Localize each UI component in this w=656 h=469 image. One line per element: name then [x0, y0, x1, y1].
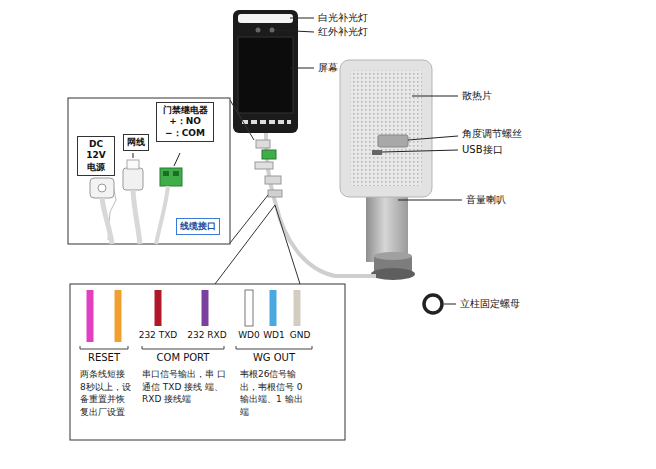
callout-label: 散热片 — [462, 90, 492, 102]
port-label-box: DC 12V 电源 — [77, 136, 115, 176]
leader-lines — [275, 18, 462, 304]
port-label: 线缆接口 — [180, 221, 216, 232]
port-label: DC 12V 电源 — [81, 139, 111, 173]
port-label: 门禁继电器 +：NO −：COM — [160, 105, 210, 139]
callout-label: 红外补光灯 — [318, 26, 368, 38]
port-label: 网线 — [127, 137, 145, 148]
group-label: RESET — [88, 352, 120, 364]
port-label-box: 门禁继电器 +：NO −：COM — [156, 102, 214, 142]
inset-panel — [68, 98, 300, 284]
pin-name: GND — [290, 330, 311, 341]
callout-label: 屏幕 — [318, 62, 338, 74]
pin-name: WD1 — [263, 330, 285, 341]
note-text: 韦根26信号输 出，韦根信号 0 输出端、1 输出 端 — [240, 368, 314, 418]
pin-name: WD0 — [238, 330, 260, 341]
callout-label: 白光补光灯 — [318, 12, 368, 24]
note-text: 串口信号输出，串 口通信 TXD 接线 端、RXD 接线端 — [142, 368, 230, 406]
callout-label: USB接口 — [462, 144, 503, 156]
cable-port-box: 线缆接口 — [176, 218, 220, 235]
front-view — [233, 10, 298, 133]
port-label-box: 网线 — [123, 134, 149, 151]
cable-connectors — [255, 140, 282, 197]
pin-name: 232 TXD — [139, 330, 178, 341]
callout-label: 角度调节螺丝 — [462, 128, 522, 140]
callout-label: 音量喇叭 — [466, 194, 506, 206]
wire-panel — [70, 284, 345, 440]
pin-name: 232 RXD — [187, 330, 226, 341]
callout-label: 立柱固定螺母 — [460, 298, 520, 310]
note-text: 两条线短接 8秒以上，设 备重置并恢 复出厂设置 — [80, 368, 132, 418]
group-label: WG OUT — [253, 352, 295, 364]
cable — [266, 132, 376, 276]
group-label: COM PORT — [157, 352, 210, 364]
